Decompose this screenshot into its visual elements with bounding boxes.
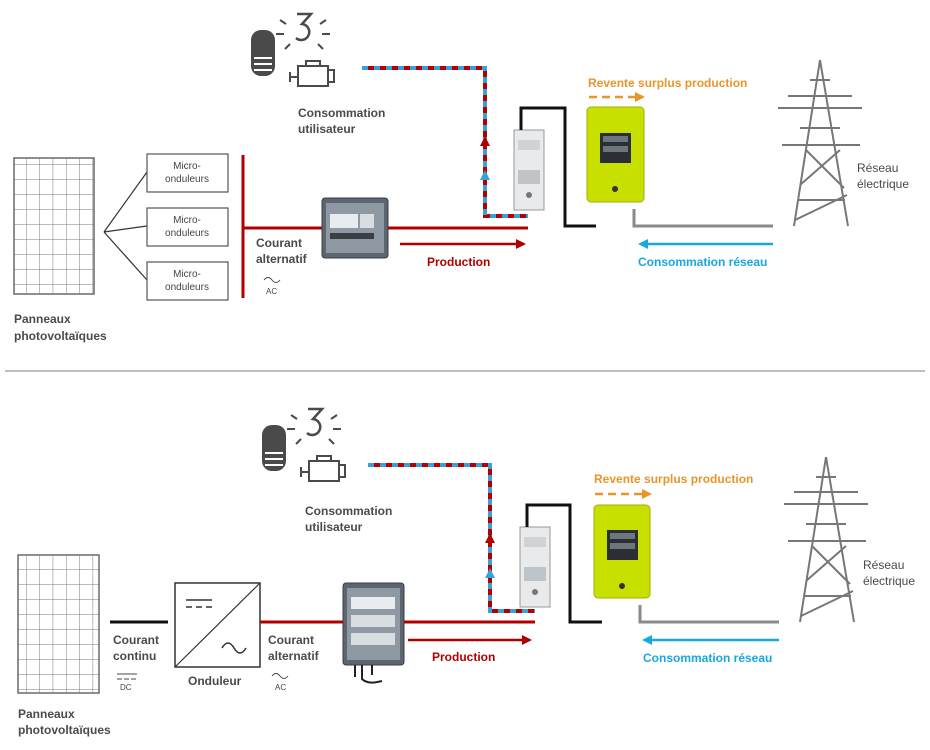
production-label: Production bbox=[427, 255, 490, 269]
top-diagram: Panneaux photovoltaïques Micro- onduleur… bbox=[13, 12, 909, 343]
meter-wire bbox=[525, 503, 602, 624]
consumption-label: Consommation bbox=[305, 504, 392, 518]
ac-symbol: AC bbox=[275, 683, 286, 692]
ac-label: alternatif bbox=[256, 252, 308, 266]
circuit-breaker-icon bbox=[513, 129, 545, 211]
micro-inverter-label: onduleurs bbox=[165, 282, 209, 293]
linky-meter-icon bbox=[586, 106, 645, 203]
dc-label: Courant bbox=[113, 633, 159, 647]
lightbulb-icon bbox=[287, 407, 341, 445]
solar-panel-icon bbox=[17, 554, 100, 694]
micro-inverter-label: onduleurs bbox=[165, 174, 209, 185]
grid-label: électrique bbox=[863, 574, 915, 588]
micro-inverter-box: Micro- onduleurs bbox=[146, 207, 229, 247]
inverter-icon bbox=[174, 582, 261, 668]
linky-meter-icon bbox=[593, 504, 651, 599]
ac-symbol: AC bbox=[266, 287, 277, 296]
dc-symbol-icon bbox=[117, 673, 137, 680]
consumption-label: Consommation bbox=[298, 106, 385, 120]
meter-wire bbox=[519, 106, 596, 228]
consumption-arrow-up bbox=[480, 170, 490, 180]
power-pylon-icon bbox=[778, 59, 862, 227]
motor-icon bbox=[300, 455, 346, 482]
grid-label: Réseau bbox=[857, 161, 898, 175]
motor-icon bbox=[289, 60, 335, 87]
lightbulb-icon bbox=[276, 12, 330, 50]
consumption-label: utilisateur bbox=[298, 122, 356, 136]
solar-panel-icon bbox=[13, 157, 95, 295]
micro-inverter-box: Micro- onduleurs bbox=[146, 261, 229, 301]
electrical-cabinet-icon bbox=[342, 582, 405, 684]
dc-label: continu bbox=[113, 649, 156, 663]
inverter-label: Onduleur bbox=[188, 674, 242, 688]
micro-inverter-label: Micro- bbox=[173, 269, 201, 280]
ac-label: alternatif bbox=[268, 649, 320, 663]
micro-inverter-box: Micro- onduleurs bbox=[146, 153, 229, 193]
bottom-diagram: Panneaux photovoltaïques Courant continu… bbox=[17, 407, 915, 737]
ac-wave-icon bbox=[263, 277, 281, 283]
circuit-breaker-icon bbox=[519, 526, 551, 608]
grid-line bbox=[638, 605, 779, 624]
grid-consumption-label: Consommation réseau bbox=[643, 651, 772, 665]
micro-inverter-label: Micro- bbox=[173, 161, 201, 172]
consumption-path-dash bbox=[362, 66, 528, 218]
panels-label: Panneaux bbox=[14, 312, 71, 326]
ac-wave-icon bbox=[271, 673, 289, 679]
electrical-cabinet-icon bbox=[321, 197, 389, 259]
micro-inverter-label: onduleurs bbox=[165, 228, 209, 239]
consumption-arrow-up bbox=[485, 568, 495, 578]
micro-inverter-label: Micro- bbox=[173, 215, 201, 226]
surplus-label: Revente surplus production bbox=[594, 472, 753, 486]
production-label: Production bbox=[432, 650, 495, 664]
dc-symbol: DC bbox=[120, 683, 132, 692]
power-pylon-icon bbox=[784, 456, 868, 623]
grid-line bbox=[632, 209, 773, 228]
consumption-label: utilisateur bbox=[305, 520, 363, 534]
grid-label: Réseau bbox=[863, 558, 904, 572]
consumption-path bbox=[362, 66, 528, 218]
surplus-label: Revente surplus production bbox=[588, 76, 747, 90]
ac-label: Courant bbox=[268, 633, 314, 647]
panels-label: photovoltaïques bbox=[14, 329, 107, 343]
consumption-arrow-up bbox=[485, 533, 495, 543]
panels-label: photovoltaïques bbox=[18, 723, 111, 737]
water-heater-icon bbox=[251, 30, 275, 76]
grid-consumption-label: Consommation réseau bbox=[638, 255, 767, 269]
water-heater-icon bbox=[262, 425, 286, 471]
ac-label: Courant bbox=[256, 236, 302, 250]
panels-label: Panneaux bbox=[18, 707, 75, 721]
consumption-arrow-up bbox=[480, 136, 490, 146]
grid-label: électrique bbox=[857, 177, 909, 191]
panel-to-micro-lines bbox=[103, 171, 148, 281]
